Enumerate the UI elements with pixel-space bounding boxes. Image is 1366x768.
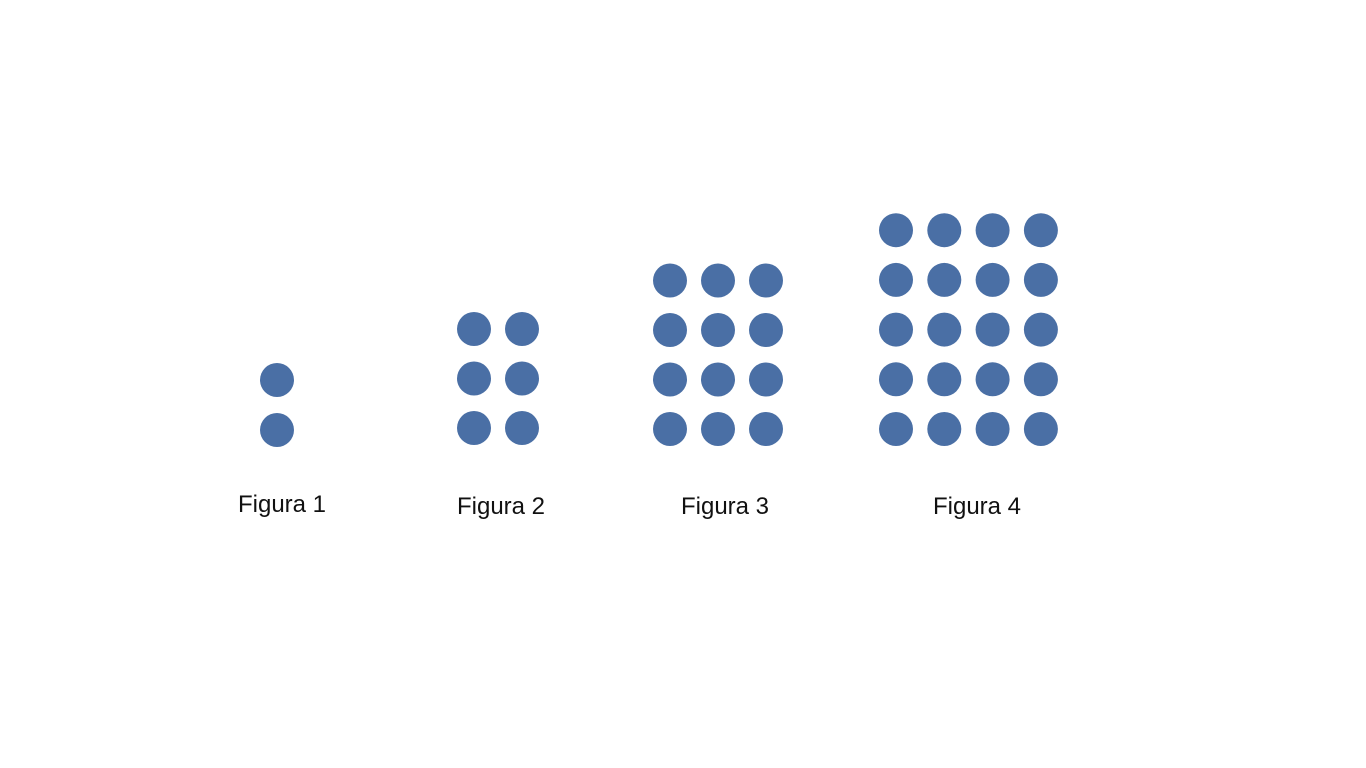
figure-2-label: Figura 2 bbox=[456, 493, 546, 520]
figure-4-dot bbox=[927, 412, 962, 446]
figure-4-dot bbox=[879, 262, 913, 297]
figure-2-dot bbox=[505, 361, 539, 396]
figure-4-dot bbox=[975, 312, 1010, 347]
figure-4-dot bbox=[879, 362, 913, 397]
figure-3-dot bbox=[701, 412, 735, 446]
figure-4-dot bbox=[1023, 262, 1058, 297]
figure-3-dots bbox=[653, 263, 783, 446]
figure-4-dot bbox=[975, 412, 1010, 446]
figure-3-dot bbox=[653, 412, 687, 446]
figure-3-dot bbox=[653, 313, 687, 347]
figure-2-dot bbox=[457, 361, 491, 396]
figure-4-dot bbox=[975, 213, 1010, 248]
figure-3-dot bbox=[653, 362, 687, 397]
figure-1-dot bbox=[260, 363, 294, 397]
figure-3-dot bbox=[701, 313, 735, 347]
figure-3-dot bbox=[653, 263, 687, 298]
figure-4-dot bbox=[1023, 213, 1058, 248]
figure-2-dot bbox=[505, 312, 539, 346]
figure-3-dot bbox=[701, 263, 735, 298]
figure-3-dot bbox=[749, 313, 783, 347]
figure-1-dot bbox=[260, 413, 294, 447]
figure-4-dot bbox=[1023, 362, 1058, 397]
figure-4-dot bbox=[879, 213, 913, 248]
figure-4-dot bbox=[975, 262, 1010, 297]
figure-3-dot bbox=[749, 263, 783, 298]
figure-4-dot bbox=[927, 262, 962, 297]
figure-1-label: Figura 1 bbox=[237, 491, 327, 518]
figure-3-label: Figura 3 bbox=[680, 493, 770, 520]
figure-1-dots bbox=[260, 363, 294, 447]
figure-4-dot bbox=[879, 412, 913, 446]
figure-2-dot bbox=[505, 411, 539, 445]
figure-4-dot bbox=[927, 213, 962, 248]
figure-2-dot bbox=[457, 411, 491, 445]
figure-3-dot bbox=[749, 412, 783, 446]
figure-3-dot bbox=[701, 362, 735, 397]
figure-4-dot bbox=[975, 362, 1010, 397]
figure-4-label: Figura 4 bbox=[932, 493, 1022, 520]
figure-4-dot bbox=[1023, 312, 1058, 347]
figure-3-dot bbox=[749, 362, 783, 397]
figure-4-dot bbox=[927, 312, 962, 347]
figure-4-dot bbox=[1023, 412, 1058, 446]
figure-2-dot bbox=[457, 312, 491, 346]
figure-4-dot bbox=[927, 362, 962, 397]
figure-4-dots bbox=[879, 213, 1058, 446]
figure-4-dot bbox=[879, 312, 913, 347]
figure-2-dots bbox=[457, 312, 539, 445]
